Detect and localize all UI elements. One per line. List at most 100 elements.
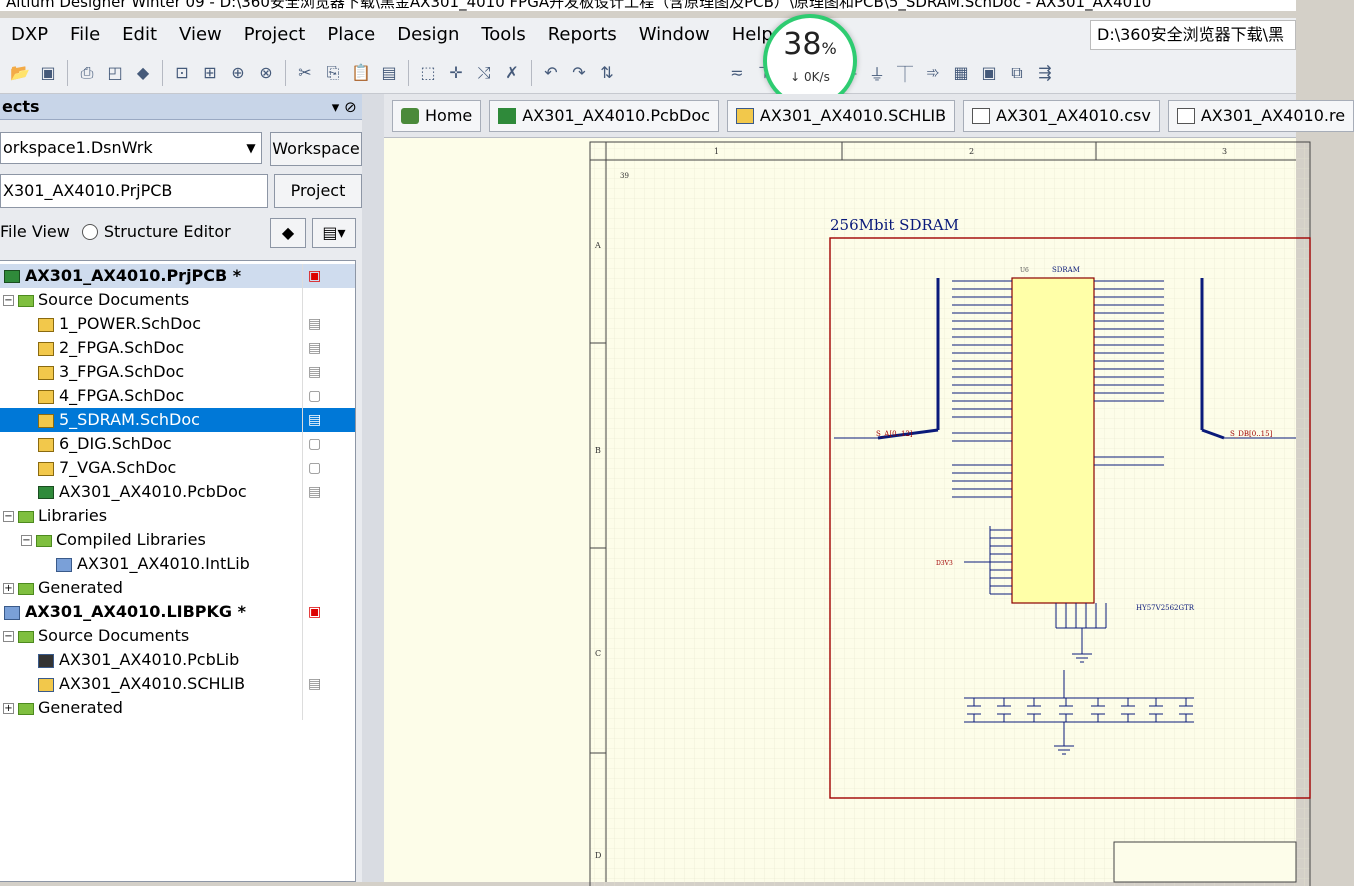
panel-title: ects — [2, 97, 40, 116]
redo-icon[interactable]: ↷ — [572, 63, 586, 82]
menu-dxp[interactable]: DXP — [11, 24, 49, 45]
menu-place[interactable]: Place — [327, 24, 376, 45]
tree-row-libpkg[interactable]: AX301_AX4010.LIBPKG *▣ — [0, 600, 355, 624]
menu-reports[interactable]: Reports — [547, 24, 617, 45]
folder-icon — [18, 702, 34, 715]
zoom-area-icon[interactable]: ⊞ — [203, 63, 217, 82]
schematic-canvas[interactable]: 1 2 3 A B C D 39 256Mbit SDRAM SDRAM U6 … — [384, 138, 1311, 886]
undo-icon[interactable]: ↶ — [544, 63, 558, 82]
workspace-button[interactable]: Workspace — [270, 132, 362, 166]
vcc-port-icon[interactable]: ⏉ — [896, 64, 913, 84]
text-file-icon — [1176, 107, 1195, 124]
save-icon[interactable]: ▣ — [40, 63, 56, 82]
tree-row-folder[interactable]: +Generated — [0, 696, 355, 720]
tree-row-document-selected[interactable]: 5_SDRAM.SchDoc▤ — [0, 408, 355, 432]
copy-icon[interactable]: ⎘ — [326, 62, 340, 82]
move-icon[interactable]: ✛ — [449, 63, 463, 82]
file-view-option[interactable]: File View — [0, 222, 70, 241]
tree-row-folder[interactable]: −Libraries — [0, 504, 355, 528]
sheet-entry-icon[interactable]: ▣ — [981, 63, 997, 82]
menu-project[interactable]: Project — [243, 24, 306, 45]
print-preview-icon[interactable]: ◰ — [107, 63, 123, 82]
tree-row-folder[interactable]: −Compiled Libraries — [0, 528, 355, 552]
sdram-chip[interactable] — [1011, 277, 1095, 604]
collapse-icon[interactable]: − — [3, 631, 14, 642]
menu-edit[interactable]: Edit — [122, 24, 158, 45]
chevron-down-icon[interactable]: ▼ — [246, 141, 256, 155]
tree-row-folder[interactable]: −Source Documents — [0, 288, 355, 312]
tree-row-document[interactable]: AX301_AX4010.IntLib — [0, 552, 355, 576]
project-field[interactable]: X301_AX4010.PrjPCB — [0, 174, 268, 208]
tree-row-document[interactable]: 7_VGA.SchDoc ▢ — [0, 456, 355, 480]
hierarchy-icon[interactable]: ⇅ — [600, 63, 614, 82]
ground-pins — [1055, 603, 1107, 663]
pin-icon[interactable]: ⊘ — [344, 98, 357, 116]
tree-row-project[interactable]: AX301_AX4010.PrjPCB *▣ — [0, 264, 355, 288]
project-button[interactable]: Project — [274, 174, 362, 208]
tree-row-folder[interactable]: +Generated — [0, 576, 355, 600]
menu-design[interactable]: Design — [397, 24, 460, 45]
menu-view[interactable]: View — [179, 24, 222, 45]
menu-file[interactable]: File — [70, 24, 101, 45]
device-sheet-symbol-icon[interactable]: ⧉ — [1011, 62, 1023, 82]
zoom-fit-icon[interactable]: ⊡ — [175, 63, 189, 82]
part-icon[interactable]: ➾ — [926, 63, 940, 82]
saved-doc-icon: ▤ — [308, 676, 322, 692]
libpkg-icon — [4, 605, 20, 620]
harness-connector-icon[interactable]: ⇶ — [1038, 63, 1052, 82]
gnd-port-icon[interactable]: ⏚ — [868, 64, 885, 84]
part-number: HY57V2562GTR — [1136, 604, 1195, 612]
left-bus-label: S_A[0..12] — [876, 430, 913, 438]
menu-help[interactable]: Help — [731, 24, 773, 45]
tree-row-document[interactable]: 3_FPGA.SchDoc▤ — [0, 360, 355, 384]
tree-label: 4_FPGA.SchDoc — [59, 386, 185, 405]
select-area-icon[interactable]: ⬚ — [420, 63, 436, 82]
tree-row-folder[interactable]: −Source Documents — [0, 624, 355, 648]
print-icon[interactable]: ⎙ — [80, 62, 94, 82]
tab-label: AX301_AX4010.SCHLIB — [759, 105, 947, 125]
open-folder-icon[interactable]: 📂 — [10, 63, 30, 82]
collapse-icon[interactable]: − — [3, 295, 14, 306]
structure-editor-option[interactable]: Structure Editor — [103, 222, 231, 241]
rubber-stamp-icon[interactable]: ▤ — [381, 63, 397, 82]
tree-row-document[interactable]: AX301_AX4010.SCHLIB▤ — [0, 672, 355, 696]
sheet-border — [589, 141, 1311, 886]
workspace-dropdown[interactable]: orkspace1.DsnWrk ▼ — [0, 132, 262, 164]
collapse-icon[interactable]: − — [3, 511, 14, 522]
tree-row-document[interactable]: 6_DIG.SchDoc▢ — [0, 432, 355, 456]
expand-icon[interactable]: + — [3, 583, 14, 594]
project-options-icon[interactable]: ▤▾ — [312, 218, 356, 248]
paste-icon[interactable]: 📋 — [351, 63, 371, 82]
collapse-icon[interactable]: − — [21, 535, 32, 546]
tree-row-document[interactable]: AX301_AX4010.PcbDoc▤ — [0, 480, 355, 504]
panel-menu-icon[interactable]: ▾ — [331, 98, 340, 116]
clear-filter-icon[interactable]: ✗ — [505, 63, 519, 82]
tab-report[interactable]: AX301_AX4010.re — [1167, 99, 1354, 132]
zoom-selected-icon[interactable]: ⊕ — [231, 63, 245, 82]
structure-editor-radio[interactable] — [81, 224, 98, 240]
tab-csv[interactable]: AX301_AX4010.csv — [963, 99, 1160, 132]
cut-icon[interactable]: ✂ — [298, 63, 312, 82]
menu-tools[interactable]: Tools — [481, 24, 526, 45]
panel-splitter[interactable] — [362, 94, 384, 882]
tree-row-document[interactable]: 2_FPGA.SchDoc▤ — [0, 336, 355, 360]
modified-doc-icon: ▣ — [308, 268, 322, 284]
schdoc-icon — [38, 389, 54, 404]
wire-icon[interactable]: ≂ — [730, 63, 744, 82]
tree-row-document[interactable]: 4_FPGA.SchDoc▢ — [0, 384, 355, 408]
tree-label: 7_VGA.SchDoc — [59, 458, 177, 477]
closed-doc-icon: ▢ — [308, 460, 322, 476]
tab-home[interactable]: Home — [392, 99, 482, 132]
tab-pcbdoc[interactable]: AX301_AX4010.PcbDoc — [489, 99, 719, 132]
zoom-dropdown-icon[interactable]: ⊗ — [259, 63, 273, 82]
device-sheet-icon[interactable]: ◆ — [136, 63, 150, 82]
tree-row-document[interactable]: AX301_AX4010.PcbLib — [0, 648, 355, 672]
sheet-symbol-icon[interactable]: ▦ — [953, 63, 969, 82]
tree-row-document[interactable]: 1_POWER.SchDoc▤ — [0, 312, 355, 336]
workspace-options-icon[interactable]: ◆ — [270, 218, 306, 248]
path-box[interactable]: D:\360安全浏览器下载\黑 — [1090, 20, 1296, 50]
deselect-icon[interactable]: ⤭ — [477, 62, 491, 82]
menu-window[interactable]: Window — [638, 24, 710, 45]
expand-icon[interactable]: + — [3, 703, 14, 714]
tab-schlib[interactable]: AX301_AX4010.SCHLIB — [726, 99, 956, 132]
